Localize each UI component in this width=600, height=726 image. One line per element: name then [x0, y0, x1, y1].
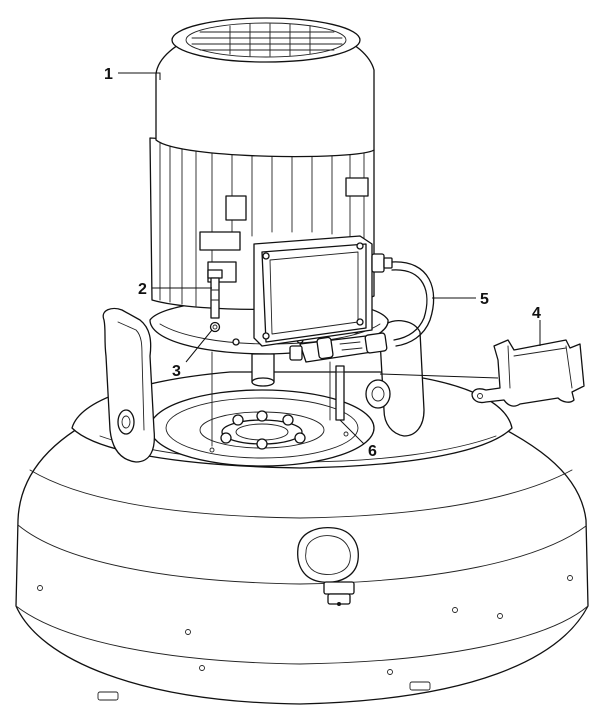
cable-part-5 — [391, 261, 435, 347]
housing-port — [297, 526, 359, 606]
fan-cover-part-1 — [155, 17, 375, 158]
callout-4: 4 — [532, 305, 541, 322]
pin-part-6 — [335, 365, 345, 421]
handle-frame-left — [102, 307, 156, 463]
callout-6: 6 — [368, 443, 377, 460]
guard-bracket-part-4 — [471, 339, 585, 407]
terminal-box — [253, 235, 393, 347]
callout-1: 1 — [104, 66, 113, 83]
callout-5: 5 — [480, 291, 489, 308]
motor-shaft — [211, 351, 331, 447]
plug-connector — [289, 332, 388, 363]
callout-2: 2 — [138, 281, 147, 298]
bolt-part-2 — [207, 269, 223, 319]
callout-3: 3 — [172, 363, 181, 380]
grinding-plate — [149, 389, 375, 467]
leader-lines — [118, 72, 541, 445]
callout-labels: 1 2 3 4 5 6 — [104, 66, 541, 460]
fan-grille — [191, 23, 343, 57]
